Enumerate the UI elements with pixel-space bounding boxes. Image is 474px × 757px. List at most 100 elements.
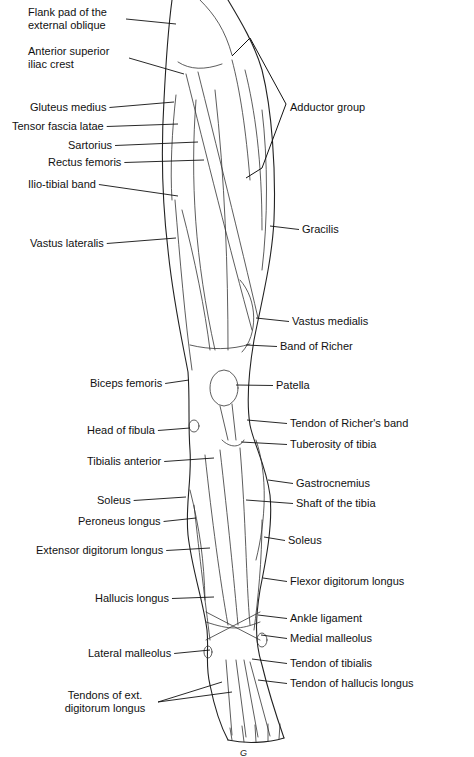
label-slot: Band of Richer: [280, 336, 353, 354]
leader-line: [129, 58, 184, 74]
adductor-bracket: [232, 38, 286, 178]
label-slot: Gracilis: [302, 219, 339, 237]
leader-line: [268, 480, 293, 484]
label-slot: Peroneus longus: [78, 511, 161, 529]
label-slot: Tibialis anterior: [87, 451, 161, 469]
part-label: Tibialis anterior: [87, 455, 161, 468]
leader-line: [134, 497, 186, 501]
leader-line: [166, 548, 210, 551]
part-label: Extensor digitorum longus: [36, 544, 163, 557]
label-slot: Sartorius: [68, 135, 112, 153]
leader-line: [252, 659, 287, 664]
leader-line: [164, 518, 196, 522]
leader-line: [172, 597, 214, 599]
part-label: Anterior superior iliac crest: [28, 45, 126, 71]
part-label: Ilio-tibial band: [28, 178, 96, 191]
label-slot: Rectus femoris: [48, 152, 121, 170]
label-slot: Tuberosity of tibia: [290, 434, 376, 452]
leader-line: [107, 238, 176, 244]
label-slot: Adductor group: [290, 97, 365, 115]
label-slot: Shaft of the tibia: [296, 493, 376, 511]
label-slot: Tensor fascia latae: [12, 116, 104, 134]
label-slot: G: [240, 742, 247, 757]
leader-line: [247, 420, 287, 424]
part-label: Sartorius: [68, 139, 112, 152]
label-slot: Anterior superior iliac crest: [28, 45, 126, 72]
leader-line: [261, 635, 287, 639]
leader-line: [99, 185, 178, 197]
leader-line: [264, 537, 285, 541]
leader-line: [115, 142, 198, 146]
part-label: Head of fibula: [87, 424, 155, 437]
part-label: Lateral malleolus: [88, 647, 171, 660]
part-label: Tendon of Richer's band: [290, 417, 408, 430]
label-slot: Vastus medialis: [292, 311, 368, 329]
part-label: Rectus femoris: [48, 156, 121, 169]
part-label: Soleus: [288, 534, 322, 547]
part-label: Peroneus longus: [78, 515, 161, 528]
leader-line: [174, 650, 210, 654]
part-label: Flexor digitorum longus: [290, 575, 404, 588]
part-label: Adductor group: [290, 101, 365, 114]
part-label: Vastus lateralis: [30, 237, 104, 250]
part-label: Gluteus medius: [30, 101, 106, 114]
leader-line: [241, 442, 287, 445]
part-label: Medial malleolus: [290, 632, 372, 645]
leader-line: [107, 124, 178, 127]
part-label: Band of Richer: [280, 340, 353, 353]
part-label: Ankle ligament: [290, 612, 362, 625]
part-label: Shaft of the tibia: [296, 497, 376, 510]
leader-line: [256, 318, 289, 322]
label-slot: Tendons of ext. digitorum longus: [55, 689, 155, 716]
label-slot: Lateral malleolus: [88, 643, 171, 661]
part-label: Tendon of tibialis: [290, 657, 372, 670]
muscle-lines: [171, 0, 280, 742]
leader-line: [246, 345, 277, 347]
leader-line: [126, 19, 176, 24]
leader-line: [258, 615, 287, 619]
part-label: G: [240, 747, 247, 757]
label-slot: Extensor digitorum longus: [36, 540, 163, 558]
leader-line: [165, 380, 189, 384]
label-slot: Patella: [276, 375, 310, 393]
part-label: Tuberosity of tibia: [290, 438, 376, 451]
leader-line: [164, 458, 214, 462]
part-label: Flank pad of the external oblique: [28, 6, 123, 32]
leader-line: [246, 500, 293, 504]
part-label: Gracilis: [302, 223, 339, 236]
leader-line: [124, 160, 204, 163]
leader-line: [258, 680, 287, 684]
label-slot: Gluteus medius: [30, 97, 106, 115]
leader-line: [263, 578, 287, 582]
label-slot: Head of fibula: [87, 420, 155, 438]
label-slot: Hallucis longus: [95, 588, 169, 606]
leader-line: [158, 428, 190, 431]
leader-line: [158, 692, 232, 702]
part-label: Tendon of hallucis longus: [290, 677, 414, 690]
leader-line: [109, 102, 174, 108]
part-label: Patella: [276, 379, 310, 392]
label-slot: Tendon of hallucis longus: [290, 673, 414, 691]
label-slot: Vastus lateralis: [30, 233, 104, 251]
label-slot: Medial malleolus: [290, 628, 372, 646]
label-slot: Soleus: [288, 530, 322, 548]
part-label: Tensor fascia latae: [12, 120, 104, 133]
label-slot: Ilio-tibial band: [28, 174, 96, 192]
part-label: Vastus medialis: [292, 315, 368, 328]
part-label: Biceps femoris: [90, 377, 162, 390]
part-label: Tendons of ext. digitorum longus: [55, 689, 155, 715]
part-label: Soleus: [97, 494, 131, 507]
leader-line: [270, 226, 299, 230]
label-slot: Tendon of Richer's band: [290, 413, 408, 431]
leg-outline: [162, 0, 284, 742]
part-label: Hallucis longus: [95, 592, 169, 605]
label-slot: Biceps femoris: [90, 373, 162, 391]
label-slot: Tendon of tibialis: [290, 653, 372, 671]
label-slot: Ankle ligament: [290, 608, 362, 626]
part-label: Gastrocnemius: [296, 477, 370, 490]
label-slot: Soleus: [97, 490, 131, 508]
leader-line: [158, 682, 222, 702]
